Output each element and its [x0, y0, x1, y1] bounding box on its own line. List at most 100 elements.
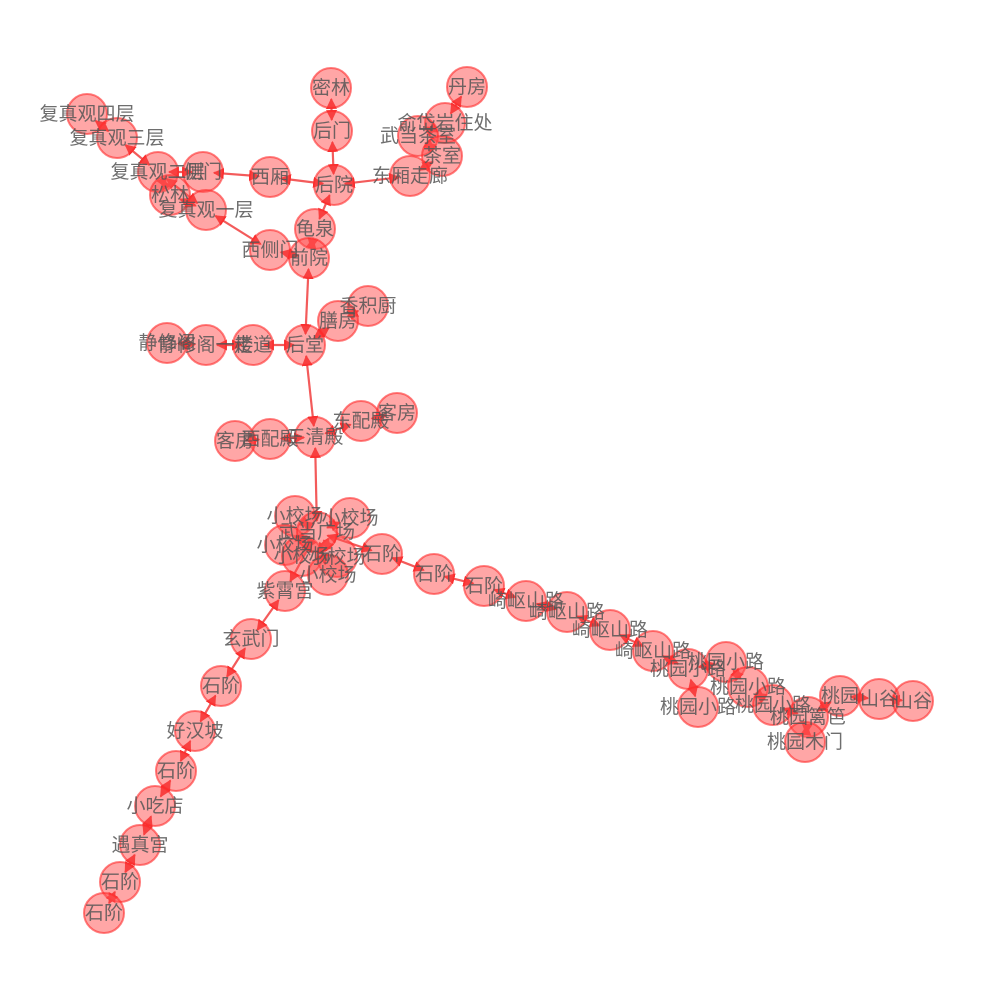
node-label-n61: 石阶 — [101, 871, 139, 893]
node-n14 — [149, 174, 191, 216]
node-n59 — [134, 785, 176, 827]
node-label-n36: 武当广场 — [279, 521, 355, 543]
edge-n27-n36 — [309, 446, 323, 523]
node-label-n34: 小校场 — [308, 546, 365, 568]
node-label-n5: 西厢 — [251, 166, 289, 188]
node-label-n32: 小校场 — [256, 534, 313, 556]
node-label-n19: 香积厨 — [339, 295, 396, 317]
node-label-n51: 桃园木门 — [767, 731, 843, 753]
node-label-n60: 遇真宫 — [111, 834, 168, 856]
node-label-n37: 紫霄宫 — [256, 580, 313, 602]
node-label-n45: 桃园小路 — [650, 658, 726, 680]
node-label-n43: 崎岖山路 — [572, 619, 648, 641]
node-label-n24: 静修阁一楼 — [158, 334, 253, 356]
node-n60 — [119, 824, 161, 866]
node-label-n62: 石阶 — [85, 902, 123, 924]
node-label-n22: 走道 — [234, 334, 272, 356]
node-n7 — [311, 110, 353, 152]
node-label-n11: 武当茶室 — [380, 125, 456, 147]
node-label-n29: 客房 — [216, 430, 254, 452]
node-label-n14: 松林 — [151, 184, 189, 206]
node-n18 — [288, 237, 330, 279]
node-n40 — [463, 565, 505, 607]
node-label-n25: 客房 — [378, 402, 416, 424]
node-n39 — [413, 553, 455, 595]
node-label-n46: 桃园小路 — [688, 651, 764, 673]
node-n2 — [96, 117, 138, 159]
node-label-n30: 小校场 — [266, 505, 323, 527]
node-label-n17: 西侧门 — [241, 239, 298, 261]
node-label-n59: 小吃店 — [126, 795, 183, 817]
node-label-n40: 石阶 — [465, 575, 503, 597]
node-label-n26: 东配殿 — [332, 410, 389, 432]
node-label-n21: 后堂 — [286, 334, 324, 356]
node-label-n16: 龟泉 — [296, 218, 334, 240]
node-label-n12: 茶室 — [423, 145, 461, 167]
node-label-n1: 复真观四层 — [39, 103, 134, 125]
edge-n21-n27 — [301, 354, 319, 428]
node-n27 — [294, 416, 336, 458]
node-label-n55: 玄武门 — [222, 628, 279, 650]
node-n20 — [317, 300, 359, 342]
node-n22 — [232, 324, 274, 366]
node-label-n15: 复真观一层 — [158, 199, 253, 221]
node-label-n38: 石阶 — [363, 543, 401, 565]
node-label-n49: 桃园小路 — [660, 696, 736, 718]
node-n38 — [361, 533, 403, 575]
node-label-n57: 好汉坡 — [166, 720, 223, 742]
node-n56 — [200, 665, 242, 707]
node-label-n2: 复真观三层 — [69, 127, 164, 149]
node-n54 — [892, 680, 934, 722]
node-label-n42: 崎岖山路 — [529, 601, 605, 623]
node-label-n20: 膳房 — [319, 310, 357, 332]
node-label-n28: 西配殿 — [241, 428, 298, 450]
node-label-n48: 桃园小路 — [735, 694, 811, 716]
node-label-n10: 俞岱岩住处 — [397, 112, 492, 134]
node-label-n44: 崎岖山路 — [615, 640, 691, 662]
node-label-n50: 桃园篱笆 — [770, 706, 846, 728]
node-n21 — [284, 324, 326, 366]
node-n29 — [214, 420, 256, 462]
node-label-n18: 前院 — [290, 247, 328, 269]
node-label-n13: 东厢走廊 — [372, 165, 448, 187]
node-label-n8: 密林 — [312, 77, 350, 99]
node-n49 — [677, 686, 719, 728]
node-n55 — [230, 618, 272, 660]
node-label-n33: 小校场 — [273, 545, 330, 567]
node-n51 — [784, 721, 826, 763]
node-label-n39: 石阶 — [415, 563, 453, 585]
node-n36 — [296, 511, 338, 553]
node-label-n52: 桃园 — [821, 685, 859, 707]
node-n12 — [421, 135, 463, 177]
node-label-n56: 石阶 — [202, 675, 240, 697]
node-n42 — [546, 591, 588, 633]
node-label-n47: 桃园小路 — [710, 676, 786, 698]
node-n24 — [185, 324, 227, 366]
node-n58 — [155, 750, 197, 792]
edge-n18-n21 — [300, 267, 314, 336]
node-label-n3: 复真观二层 — [110, 161, 205, 183]
node-label-n23: 静修阁 — [138, 332, 195, 354]
node-n26 — [340, 400, 382, 442]
node-label-n9: 丹房 — [448, 76, 486, 98]
node-n5 — [249, 156, 291, 198]
node-n57 — [174, 710, 216, 752]
node-label-n41: 崎岖山路 — [488, 590, 564, 612]
node-n37 — [264, 570, 306, 612]
node-label-n54: 山谷 — [894, 690, 932, 712]
node-label-n6: 后院 — [315, 174, 353, 196]
node-n8 — [310, 67, 352, 109]
node-n13 — [389, 155, 431, 197]
node-label-n31: 小校场 — [321, 507, 378, 529]
node-label-n35: 小校场 — [299, 564, 356, 586]
nodes-layer — [66, 66, 934, 934]
node-label-n27: 三清殿 — [286, 426, 343, 448]
labels-layer: 复真观四层复真观三层复真观二层侧门西厢后院后门密林丹房俞岱岩住处武当茶室茶室东厢… — [39, 76, 932, 924]
node-label-n58: 石阶 — [157, 760, 195, 782]
node-n62 — [83, 892, 125, 934]
node-label-n53: 山谷 — [860, 688, 898, 710]
node-n35 — [307, 554, 349, 596]
node-label-n7: 后门 — [313, 120, 351, 142]
node-n41 — [505, 580, 547, 622]
